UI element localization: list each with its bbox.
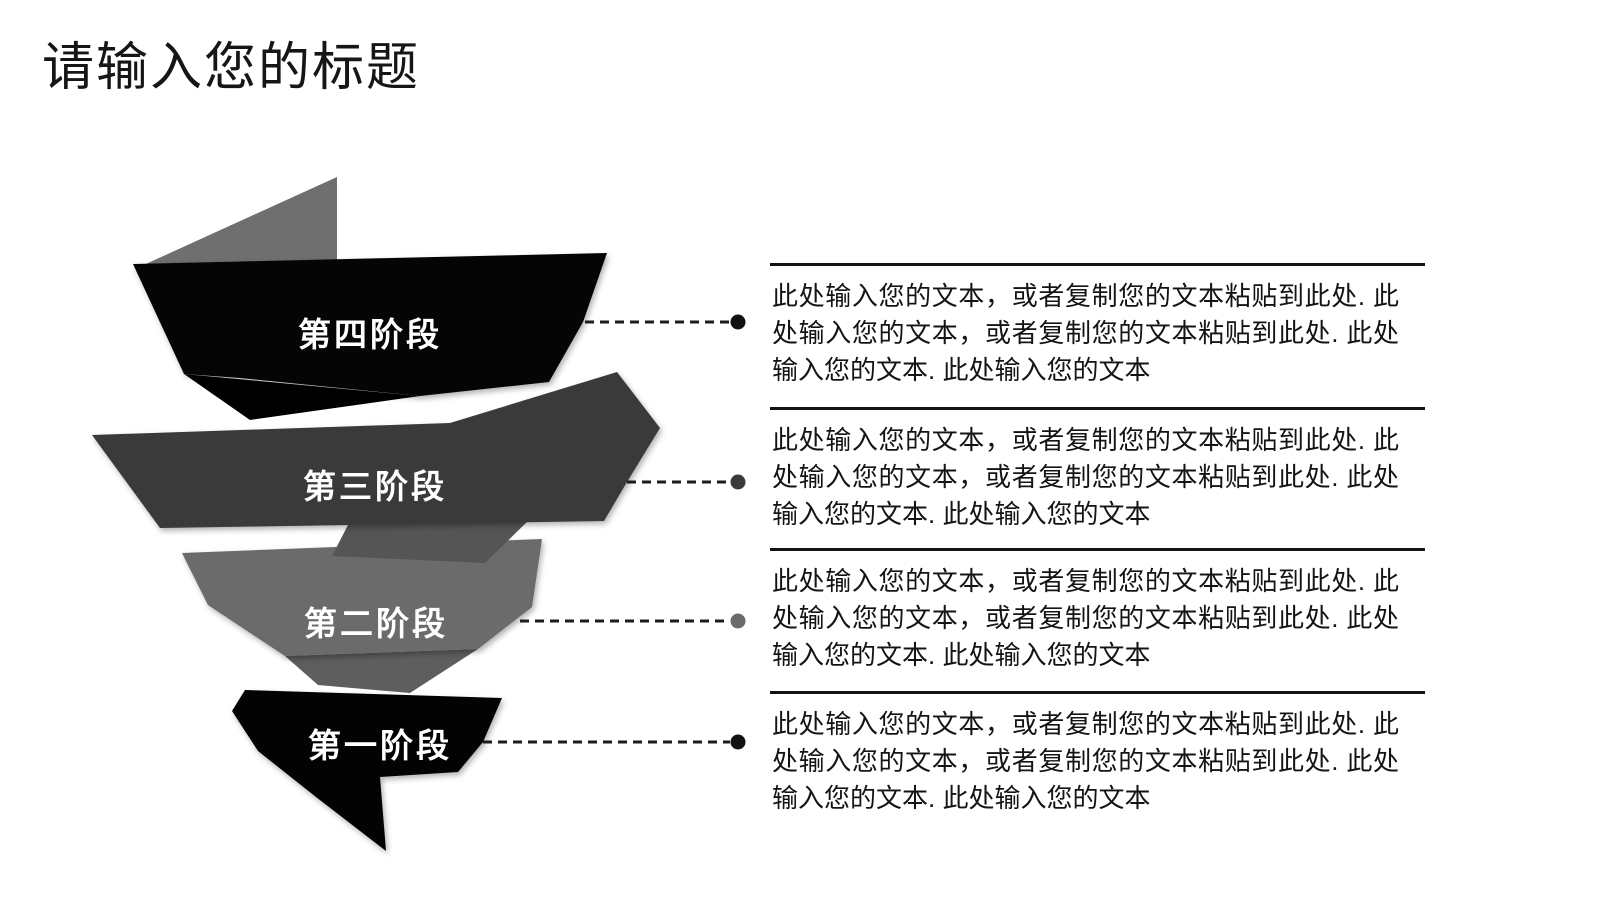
stage-1-shape bbox=[232, 690, 502, 851]
connector-dot-stage-1 bbox=[730, 734, 746, 750]
connector-dot-stage-4 bbox=[730, 314, 746, 330]
text-block-body: 此处输入您的文本，或者复制您的文本粘贴到此处. 此处输入您的文本，或者复制您的文… bbox=[772, 709, 1399, 813]
funnel-top-fold-triangle bbox=[137, 177, 337, 269]
stage-1-label: 第一阶段 bbox=[308, 727, 452, 764]
stage-4-shape bbox=[133, 253, 607, 396]
text-block-body: 此处输入您的文本，或者复制您的文本粘贴到此处. 此处输入您的文本，或者复制您的文… bbox=[772, 281, 1399, 385]
stage-3-fold-flap bbox=[332, 517, 532, 563]
text-block-stage-4: 此处输入您的文本，或者复制您的文本粘贴到此处. 此处输入您的文本，或者复制您的文… bbox=[770, 263, 1425, 407]
text-block-stage-3: 此处输入您的文本，或者复制您的文本粘贴到此处. 此处输入您的文本，或者复制您的文… bbox=[770, 407, 1425, 548]
stage-4-label: 第四阶段 bbox=[298, 316, 442, 353]
stage-3-label: 第三阶段 bbox=[303, 468, 447, 505]
description-column: 此处输入您的文本，或者复制您的文本粘贴到此处. 此处输入您的文本，或者复制您的文… bbox=[770, 263, 1425, 836]
stage-4-fold-flap bbox=[184, 374, 420, 420]
text-block-body: 此处输入您的文本，或者复制您的文本粘贴到此处. 此处输入您的文本，或者复制您的文… bbox=[772, 425, 1399, 529]
text-block-body: 此处输入您的文本，或者复制您的文本粘贴到此处. 此处输入您的文本，或者复制您的文… bbox=[772, 566, 1399, 670]
text-block-stage-2: 此处输入您的文本，或者复制您的文本粘贴到此处. 此处输入您的文本，或者复制您的文… bbox=[770, 548, 1425, 691]
stage-3-shape bbox=[92, 372, 660, 528]
stage-2-label: 第二阶段 bbox=[304, 605, 448, 642]
connector-dot-stage-3 bbox=[730, 474, 746, 490]
connector-dot-stage-2 bbox=[730, 613, 746, 629]
text-block-stage-1: 此处输入您的文本，或者复制您的文本粘贴到此处. 此处输入您的文本，或者复制您的文… bbox=[770, 691, 1425, 836]
stage-2-shape bbox=[182, 539, 542, 656]
slide-title: 请输入您的标题 bbox=[42, 39, 421, 97]
funnel-diagram: 第四阶段 第三阶段 第二阶段 第一阶段 bbox=[92, 177, 746, 851]
stage-2-fold-flap bbox=[285, 649, 478, 693]
